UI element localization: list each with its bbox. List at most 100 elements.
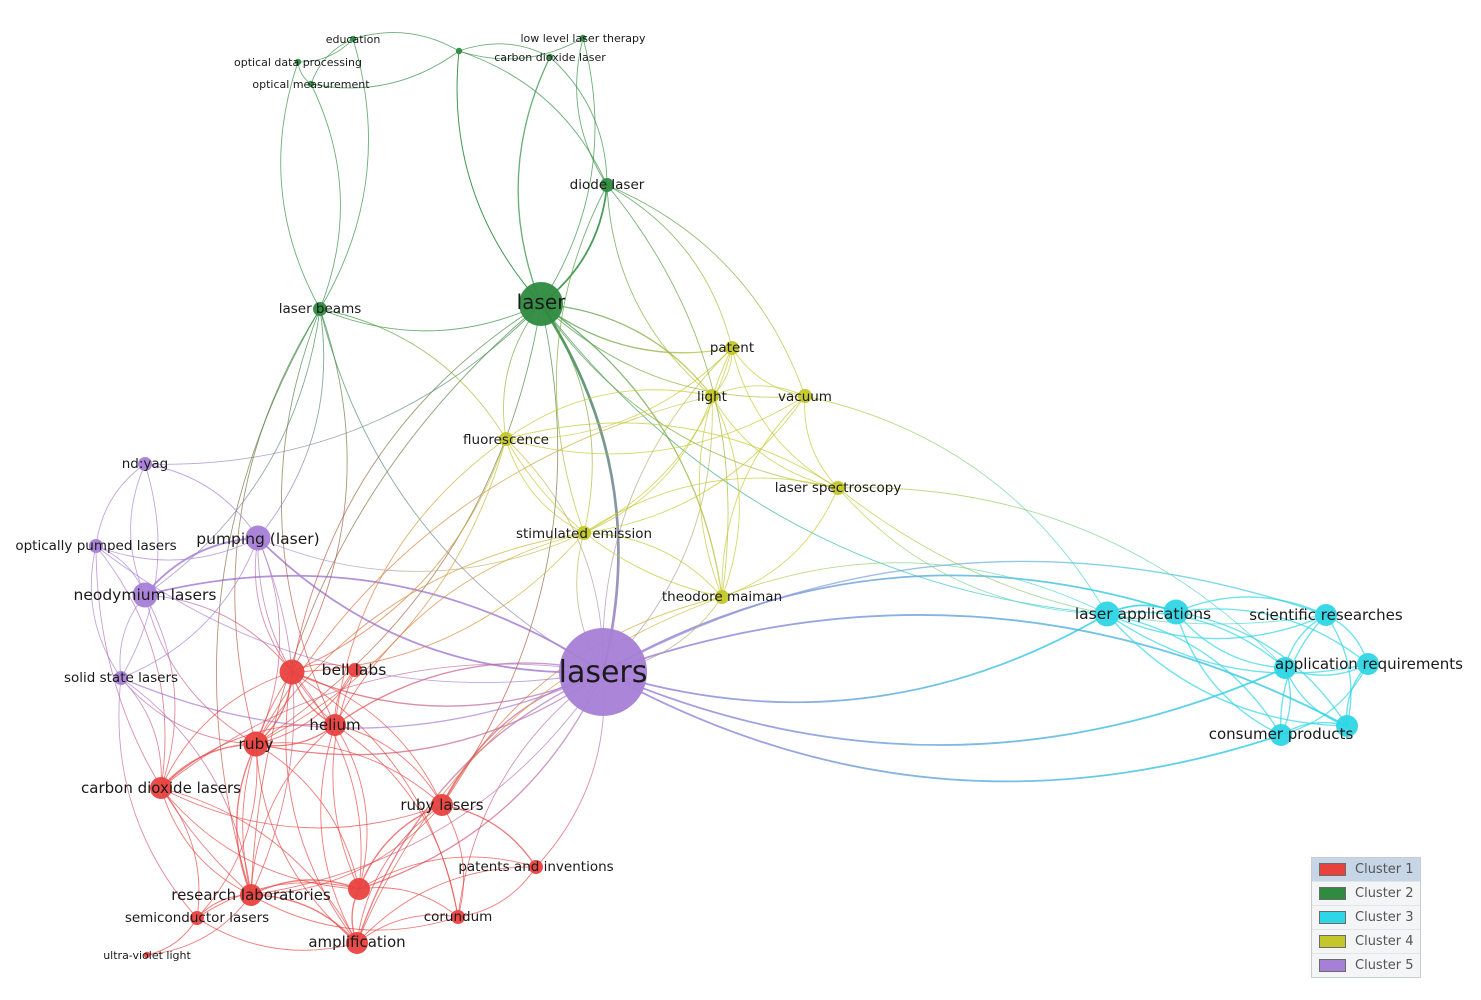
node-label-optdata[interactable]: optical data processing <box>234 56 362 69</box>
node-label-appreq[interactable]: application requirements <box>1275 655 1463 673</box>
node-consumer2[interactable] <box>1336 715 1358 737</box>
node-uv[interactable] <box>143 951 151 959</box>
node-helium[interactable] <box>324 714 346 736</box>
node-neodymium[interactable] <box>132 582 158 608</box>
node-amplification[interactable] <box>346 932 368 954</box>
node-consumer[interactable] <box>1270 724 1292 746</box>
node-label-laser[interactable]: laser <box>517 290 567 314</box>
node-label-vacuum[interactable]: vacuum <box>778 389 832 405</box>
node-laserspec[interactable] <box>831 481 845 495</box>
node-lowlevel[interactable] <box>579 34 587 42</box>
edge-laserapps2-appreq <box>1175 611 1286 669</box>
node-label-laserbeams[interactable]: laser beams <box>279 301 362 317</box>
node-sciresearch[interactable] <box>1315 604 1337 626</box>
node-laserbeams[interactable] <box>313 302 327 316</box>
node-appreq2[interactable] <box>1357 653 1379 675</box>
node-label-stimemission[interactable]: stimulated emission <box>516 526 652 542</box>
node-patent[interactable] <box>725 341 739 355</box>
node-rubylasers[interactable] <box>431 794 453 816</box>
node-vacuum[interactable] <box>798 389 812 403</box>
node-laserapps[interactable] <box>1094 601 1120 627</box>
node-label-research[interactable]: research laboratories <box>171 886 331 904</box>
node-label-laserapps[interactable]: laser applications <box>1075 605 1211 623</box>
edge-laser-maiman <box>540 303 723 598</box>
node-label-consumer[interactable]: consumer products <box>1209 725 1354 743</box>
node-label-lowlevel[interactable]: low level laser therapy <box>520 32 646 45</box>
node-light[interactable] <box>705 389 719 403</box>
edge-education-optmeas <box>310 38 354 85</box>
node-label-helium[interactable]: helium <box>309 716 360 734</box>
node-optpumped[interactable] <box>89 539 103 553</box>
node-label-pumping[interactable]: pumping (laser) <box>196 530 319 548</box>
node-co2laser[interactable] <box>546 53 554 61</box>
node-belllabs[interactable] <box>279 659 305 685</box>
node-label-solidstate[interactable]: solid state lasers <box>64 670 178 686</box>
node-pumping[interactable] <box>245 525 271 551</box>
node-ndyag[interactable] <box>138 457 152 471</box>
node-label-co2lasers[interactable]: carbon dioxide lasers <box>81 779 241 797</box>
node-label-laserspec[interactable]: laser spectroscopy <box>775 480 902 496</box>
node-fluorescence[interactable] <box>499 432 513 446</box>
node-education[interactable] <box>349 35 357 43</box>
node-solidstate[interactable] <box>114 671 128 685</box>
legend-item-cluster-4[interactable]: Cluster 4 <box>1312 930 1420 954</box>
node-optmeas[interactable] <box>307 80 315 88</box>
node-corundum[interactable] <box>451 910 465 924</box>
edge-laser-ndyag <box>144 303 542 465</box>
edge-belllabs-amplification <box>285 671 358 944</box>
node-label-lasers[interactable]: lasers <box>559 655 648 690</box>
node-label-patentsinv[interactable]: patents and inventions <box>458 859 613 875</box>
edge-diodelaser-light <box>606 184 713 397</box>
node-label-light[interactable]: light <box>697 389 727 405</box>
edge-fluorescence-laserspec <box>505 422 839 489</box>
node-label-neodymium[interactable]: neodymium lasers <box>74 586 217 604</box>
node-label-maiman[interactable]: theodore maiman <box>662 589 782 605</box>
node-label-patent[interactable]: patent <box>710 340 754 356</box>
node-label-optmeas[interactable]: optical measurement <box>252 78 370 91</box>
edge-helium-co2lasers <box>160 723 336 789</box>
node-label-amplification[interactable]: amplification <box>308 933 405 951</box>
node-stimemission[interactable] <box>577 526 591 540</box>
node-patentsinv[interactable] <box>529 860 543 874</box>
node-maiman[interactable] <box>715 590 729 604</box>
node-optdata[interactable] <box>294 58 302 66</box>
legend-label: Cluster 5 <box>1355 958 1414 973</box>
legend-item-cluster-3[interactable]: Cluster 3 <box>1312 906 1420 930</box>
edge-laser-laserspec <box>540 303 839 489</box>
node-belllabs2[interactable] <box>348 663 362 677</box>
node-laserapps2[interactable] <box>1163 599 1189 625</box>
label-layer: lasers pumping (laser) neodymium lasers nd:… <box>15 32 1463 962</box>
node-label-fluorescence[interactable]: fluorescence <box>463 432 549 448</box>
node-appreq[interactable] <box>1274 657 1296 679</box>
node-research[interactable] <box>240 884 262 906</box>
node-label-sciresearch[interactable]: scientific researches <box>1249 606 1403 624</box>
node-research2[interactable] <box>348 878 370 900</box>
node-label-ndyag[interactable]: nd:yag <box>122 456 169 472</box>
node-label-co2laser[interactable]: carbon dioxide laser <box>494 51 606 64</box>
node-diodelaser[interactable] <box>600 178 614 192</box>
edge-co2lasers-research2 <box>160 787 360 890</box>
legend-label: Cluster 2 <box>1355 886 1414 901</box>
node-label-ruby[interactable]: ruby <box>238 735 273 753</box>
legend-item-cluster-1[interactable]: Cluster 1 <box>1312 858 1420 882</box>
node-co2lasers[interactable] <box>150 777 172 799</box>
node-label-corundum[interactable]: corundum <box>424 909 493 925</box>
node-label-uv[interactable]: ultra-violet light <box>103 949 191 962</box>
edge-ruby-rubylasers <box>255 742 443 806</box>
legend-item-cluster-5[interactable]: Cluster 5 <box>1312 954 1420 977</box>
cluster-legend: Cluster 1 Cluster 2 Cluster 3 Cluster 4 … <box>1311 857 1421 978</box>
node-hub2[interactable] <box>455 47 463 55</box>
node-label-diodelaser[interactable]: diode laser <box>570 177 645 193</box>
legend-item-cluster-2[interactable]: Cluster 2 <box>1312 882 1420 906</box>
node-label-rubylasers[interactable]: ruby lasers <box>400 796 483 814</box>
node-lasers[interactable] <box>559 628 647 716</box>
node-label-belllabs[interactable]: bell labs <box>322 661 387 679</box>
node-semicond[interactable] <box>190 911 204 925</box>
node-label-semicond[interactable]: semiconductor lasers <box>125 910 269 926</box>
node-laser[interactable] <box>519 282 563 326</box>
node-label-optpumped[interactable]: optically pumped lasers <box>15 538 176 554</box>
edge-hub2-co2laser <box>458 43 551 58</box>
node-ruby[interactable] <box>243 731 269 757</box>
node-label-education[interactable]: education <box>326 33 381 46</box>
